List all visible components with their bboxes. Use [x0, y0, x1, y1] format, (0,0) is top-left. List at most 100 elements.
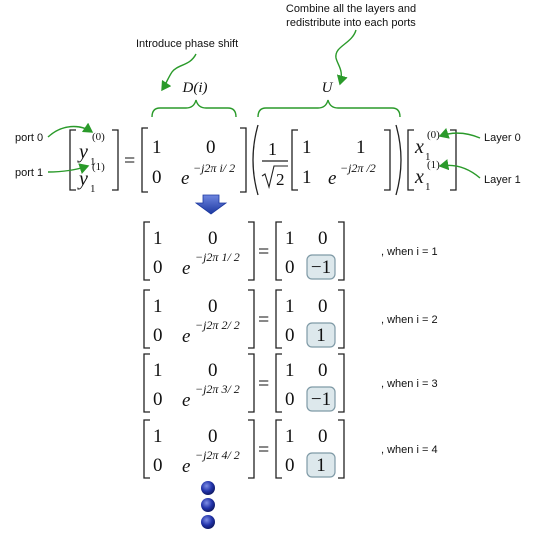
- svg-text:e: e: [182, 326, 190, 347]
- case-a12: 0: [208, 360, 218, 381]
- d-matrix-a12: 0: [206, 137, 216, 158]
- phase-shift-annotation: Introduce phase shift: [136, 38, 238, 50]
- continuation-dot-icon: [201, 515, 215, 529]
- case-condition: , when i = 4: [381, 444, 438, 456]
- svg-text:(1): (1): [427, 159, 440, 171]
- continuation-dot-icon: [201, 481, 215, 495]
- case-result-highlight-box: [306, 452, 336, 478]
- x0-element: x 1 (0): [414, 129, 440, 163]
- case-a11: 1: [153, 360, 163, 381]
- case-result-r12: 0: [318, 360, 328, 381]
- combine-arrow: [335, 29, 357, 86]
- combine-annotation-line1: Combine all the layers and: [286, 3, 416, 15]
- svg-text:−j2π 1/ 2: −j2π 1/ 2: [195, 250, 240, 264]
- u-left-paren: [252, 124, 259, 196]
- case-left-matrix-left-bracket: [143, 419, 150, 479]
- svg-text:1: 1: [425, 151, 431, 163]
- svg-text:x: x: [414, 166, 424, 188]
- y-vector-left-bracket: [69, 129, 76, 191]
- svg-text:(0): (0): [92, 131, 105, 143]
- port1-label: port 1: [15, 167, 43, 179]
- case-condition: , when i = 1: [381, 246, 438, 258]
- layer1-arrow: [438, 159, 481, 179]
- x-vector-left-bracket: [407, 129, 414, 191]
- y-vector-right-bracket: [112, 129, 119, 191]
- case-result-value: 1: [316, 325, 326, 346]
- case-result-r11: 1: [285, 296, 295, 317]
- down-arrow-icon: [194, 194, 228, 215]
- case-a11: 1: [153, 228, 163, 249]
- svg-text:1: 1: [90, 183, 96, 195]
- u-matrix-a11: 1: [302, 137, 312, 158]
- case-result-left-bracket: [275, 419, 282, 479]
- case-result-highlight-box: [306, 254, 336, 280]
- case-result-r21: 0: [285, 257, 295, 278]
- case-equals: =: [258, 241, 269, 263]
- case-result-r12: 0: [318, 228, 328, 249]
- y1-element: y 1 (1): [77, 161, 105, 195]
- case-result-r21: 0: [285, 455, 295, 476]
- case-result-highlight-box: [306, 322, 336, 348]
- case-left-matrix-right-bracket: [248, 289, 255, 349]
- case-result-right-bracket: [338, 353, 345, 413]
- case-result-r12: 0: [318, 426, 328, 447]
- x1-element: x 1 (1): [414, 159, 440, 193]
- svg-text:1: 1: [268, 139, 277, 159]
- case-result-r21: 0: [285, 325, 295, 346]
- case-a22: e −j2π 4/ 2: [182, 448, 240, 477]
- svg-text:1: 1: [425, 181, 431, 193]
- u-right-paren: [395, 124, 402, 196]
- d-matrix-left-bracket: [141, 127, 148, 193]
- svg-text:y: y: [77, 141, 88, 163]
- svg-text:1: 1: [90, 156, 96, 168]
- u-brace: [257, 99, 401, 118]
- case-a21: 0: [153, 389, 163, 410]
- u-matrix-right-bracket: [384, 129, 391, 191]
- case-left-matrix-right-bracket: [248, 221, 255, 281]
- case-result-r11: 1: [285, 426, 295, 447]
- sqrt-symbol-icon: [261, 165, 288, 190]
- u-matrix-left-bracket: [291, 129, 298, 191]
- main-equals: =: [124, 150, 135, 172]
- phase-shift-arrow: [161, 53, 197, 92]
- svg-text:e: e: [182, 390, 190, 411]
- d-label: D(i): [182, 80, 208, 96]
- case-result-value: −1: [311, 389, 331, 410]
- case-result-right-bracket: [338, 289, 345, 349]
- svg-text:y: y: [77, 168, 88, 190]
- port0-arrow: [47, 122, 94, 138]
- svg-text:x: x: [414, 136, 424, 158]
- svg-text:e: e: [328, 168, 336, 189]
- svg-text:−j2π 4/ 2: −j2π 4/ 2: [195, 448, 240, 462]
- u-label: U: [322, 80, 334, 96]
- case-result-r12: 0: [318, 296, 328, 317]
- case-result-r11: 1: [285, 360, 295, 381]
- case-equals: =: [258, 373, 269, 395]
- u-matrix-a21: 1: [302, 167, 312, 188]
- case-result-left-bracket: [275, 289, 282, 349]
- case-left-matrix-left-bracket: [143, 289, 150, 349]
- d-matrix-a11: 1: [152, 137, 162, 158]
- case-a22: e−j2π 1/ 2: [182, 250, 240, 279]
- u-fraction: 1 2: [261, 139, 288, 190]
- case-a12: 0: [208, 296, 218, 317]
- case-result-r21: 0: [285, 389, 295, 410]
- d-matrix-right-bracket: [240, 127, 247, 193]
- case-a22: e−j2π 3/ 2: [182, 382, 240, 411]
- case-condition: , when i = 3: [381, 378, 438, 390]
- case-result-r11: 1: [285, 228, 295, 249]
- case-a12: 0: [208, 228, 218, 249]
- svg-text:−j2π i/ 2: −j2π i/ 2: [193, 161, 235, 175]
- u-matrix-a22: e −j2π /2: [328, 161, 376, 189]
- case-condition: , when i = 2: [381, 314, 438, 326]
- d-matrix-a22: e −j2π i/ 2: [181, 161, 235, 189]
- svg-text:e: e: [182, 456, 190, 477]
- svg-text:(0): (0): [427, 129, 440, 141]
- case-result-right-bracket: [338, 221, 345, 281]
